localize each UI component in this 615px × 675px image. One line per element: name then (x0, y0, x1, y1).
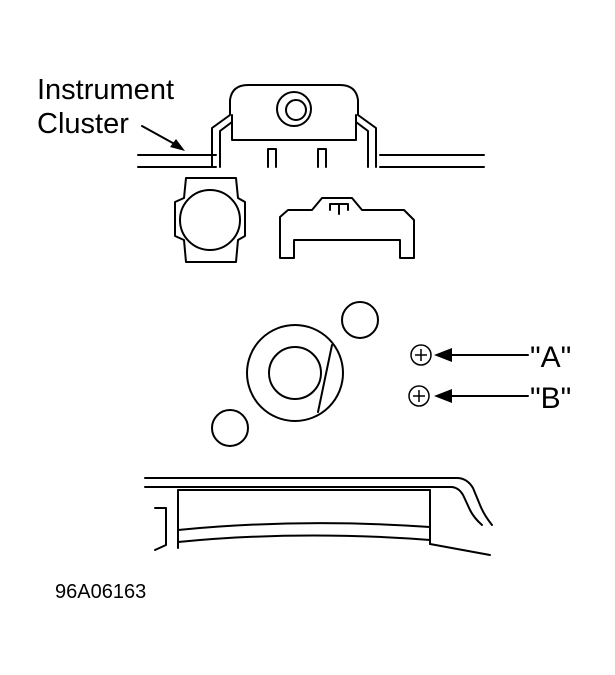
cluster-leader-arrow (141, 125, 185, 151)
small-hole-top-right (341, 301, 379, 339)
figure-id: 96A06163 (55, 581, 146, 603)
label-cluster: Cluster (37, 108, 129, 140)
arrow-a (434, 348, 529, 362)
arrow-b (434, 389, 529, 403)
panel-edge (137, 154, 485, 168)
phillips-screw-icon (408, 385, 430, 407)
top-bracket (211, 84, 377, 168)
label-instrument: Instrument (37, 74, 174, 106)
screw-b (408, 385, 430, 407)
gauge-needle (317, 344, 333, 413)
bracket-clip (279, 197, 415, 259)
label-b: "B" (530, 382, 571, 415)
gauge-area (211, 301, 379, 447)
screw-a (410, 344, 432, 366)
phillips-screw-icon (410, 344, 432, 366)
label-a: "A" (530, 341, 571, 374)
round-grommet (174, 177, 246, 263)
gauge-bezel (246, 324, 344, 422)
lower-housing (144, 477, 493, 556)
gauge-face (268, 346, 322, 400)
small-hole-bottom-left (211, 409, 249, 447)
